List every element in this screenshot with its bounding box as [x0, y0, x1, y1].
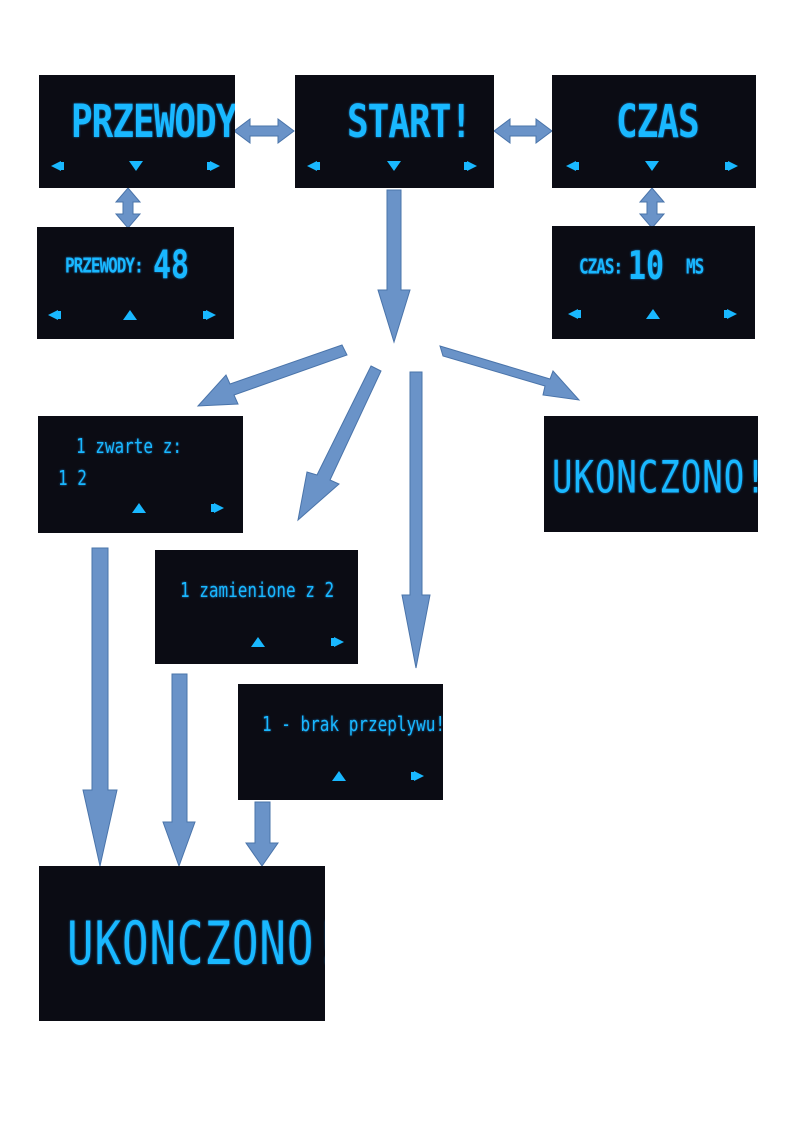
right-arrow-icon: [211, 503, 224, 513]
right-arrow-icon: [725, 161, 738, 171]
arrow-zwarte-to-final: [82, 547, 118, 867]
screen-przewody[interactable]: PRZEWODY: [39, 75, 235, 188]
ukonczono-text: UKONCZONO!: [552, 452, 758, 504]
up-arrow-icon: [132, 503, 146, 513]
arrow-zamienione-to-final: [162, 673, 196, 868]
screen-przewody-edit[interactable]: PRZEWODY: 48: [37, 227, 234, 339]
double-arrow-przewody-start: [233, 118, 295, 144]
screen-title: PRZEWODY: [71, 97, 235, 149]
down-arrow-icon: [129, 161, 143, 171]
arrow-start-down: [377, 189, 411, 344]
double-arrow-czas-edit: [638, 187, 666, 229]
przewody-label: PRZEWODY:: [65, 253, 144, 278]
przewody-value: 48: [153, 243, 190, 289]
right-arrow-icon: [331, 637, 344, 647]
screen-ukonczono-small[interactable]: UKONCZONO!: [544, 416, 758, 532]
screen-zamienione[interactable]: 1 zamienione z 2: [155, 550, 358, 664]
left-arrow-icon: [307, 161, 320, 171]
screen-title: CZAS: [616, 97, 700, 149]
screen-start[interactable]: START!: [295, 75, 494, 188]
brak-text: 1 - brak przeplywu!: [262, 712, 443, 736]
up-arrow-icon: [646, 309, 660, 319]
arrow-to-ukonczono-small: [439, 345, 581, 401]
up-arrow-icon: [123, 310, 137, 320]
up-arrow-icon: [332, 771, 346, 781]
right-arrow-icon: [464, 161, 477, 171]
arrow-to-zamienione: [297, 365, 382, 522]
screen-ukonczono-final[interactable]: UKONCZONO!: [39, 866, 325, 1021]
left-arrow-icon: [566, 161, 579, 171]
czas-value: 10: [628, 244, 665, 290]
czas-unit: MS: [686, 254, 704, 279]
up-arrow-icon: [251, 637, 265, 647]
screen-czas-edit[interactable]: CZAS: 10 MS: [552, 226, 755, 339]
screen-brak-przeplywu[interactable]: 1 - brak przeplywu!: [238, 684, 443, 800]
left-arrow-icon: [51, 161, 64, 171]
arrow-brak-to-final: [245, 801, 279, 867]
double-arrow-przewody-edit: [114, 187, 142, 229]
zwarte-line2: 1 2: [58, 466, 87, 490]
zwarte-line1: 1 zwarte z:: [76, 434, 182, 458]
right-arrow-icon: [724, 309, 737, 319]
right-arrow-icon: [207, 161, 220, 171]
right-arrow-icon: [203, 310, 216, 320]
down-arrow-icon: [645, 161, 659, 171]
left-arrow-icon: [568, 309, 581, 319]
right-arrow-icon: [411, 771, 424, 781]
zamienione-text: 1 zamienione z 2: [180, 578, 335, 602]
down-arrow-icon: [387, 161, 401, 171]
arrow-to-brak: [401, 371, 431, 669]
ukonczono-final-text: UKONCZONO!: [67, 910, 325, 979]
screen-title: START!: [347, 97, 472, 149]
arrow-to-zwarte: [196, 344, 348, 407]
double-arrow-start-czas: [493, 118, 553, 144]
screen-czas[interactable]: CZAS: [552, 75, 756, 188]
left-arrow-icon: [48, 310, 61, 320]
czas-label: CZAS:: [579, 254, 623, 279]
screen-zwarte[interactable]: 1 zwarte z: 1 2: [38, 416, 243, 533]
